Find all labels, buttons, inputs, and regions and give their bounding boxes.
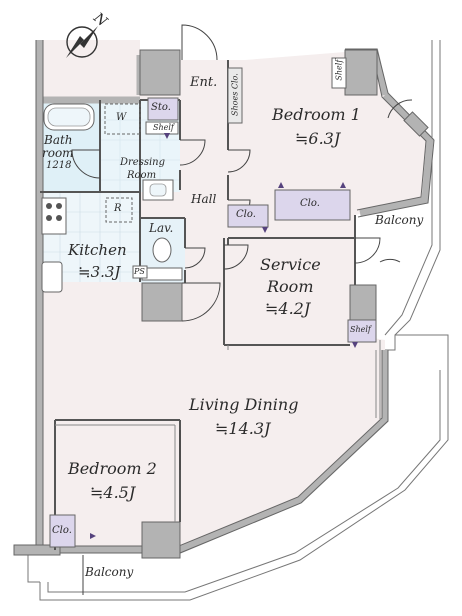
- ps-box: [132, 265, 148, 279]
- stove: [41, 197, 67, 235]
- lav-counter: [141, 267, 183, 281]
- living-dining-name: Living Dining: [189, 395, 299, 414]
- shelf-bedroom-box: [331, 57, 347, 89]
- refrigerator-label: R: [114, 203, 122, 214]
- bedroom1-name: Bedroom 1: [272, 105, 361, 124]
- shelf-living-label: Shelf: [350, 325, 371, 334]
- washbasin-bowl: [149, 183, 167, 197]
- compass-icon: [66, 26, 98, 58]
- bedroom2-size: ≒4.5J: [90, 483, 136, 502]
- balcony-bottom-label: Balcony: [85, 565, 134, 579]
- ps-label: PS: [134, 267, 145, 276]
- shelf-dressing-box: [145, 121, 179, 135]
- markers: [90, 133, 358, 539]
- door-swings: [71, 24, 413, 595]
- storage-label: Sto.: [151, 102, 171, 113]
- kitchen-name: Kitchen: [68, 241, 127, 259]
- shoes-closet: [227, 67, 243, 124]
- bathroom-line2: room: [42, 146, 74, 160]
- service-room-line2: Room: [267, 277, 314, 296]
- shelf-bedroom-label: Shelf: [334, 59, 344, 81]
- bathroom-size: 1218: [46, 160, 72, 171]
- closet-small-label: Clo.: [236, 209, 256, 220]
- entrance-label: Ent.: [190, 75, 218, 90]
- dressing-room-line1: Dressing: [120, 157, 166, 168]
- balcony-right-label: Balcony: [375, 213, 424, 227]
- service-room-line1: Service: [260, 255, 321, 274]
- bedroom1-size: ≒6.3J: [295, 129, 341, 148]
- stove-burners: [46, 203, 62, 221]
- closet-bedroom2-label: Clo.: [52, 525, 72, 536]
- living-dining-size: ≒14.3J: [215, 419, 271, 438]
- service-room-size: ≒4.2J: [265, 299, 311, 318]
- shoes-closet-label: Shoes Clo.: [230, 73, 240, 116]
- kitchen-size: ≒3.3J: [78, 263, 121, 281]
- washer-label: W: [116, 112, 127, 123]
- bathtub-inner: [47, 107, 91, 127]
- interior-walls: [40, 60, 356, 550]
- hall-label: Hall: [191, 192, 217, 206]
- bathroom-line1: Bath: [44, 133, 73, 147]
- kitchen-sink: [41, 261, 63, 293]
- shelf-dressing-label: Shelf: [153, 123, 174, 132]
- toilet: [152, 237, 172, 263]
- storage-units: [49, 97, 377, 548]
- refrigerator-space: [105, 197, 133, 223]
- closet-wide-label: Clo.: [300, 198, 320, 209]
- closet-lines: [55, 340, 381, 522]
- lavatory-label: Lav.: [149, 221, 174, 235]
- dressing-room-line2: Room: [127, 170, 157, 181]
- columns: [13, 49, 429, 559]
- washer-space: [104, 103, 141, 135]
- bedroom2-name: Bedroom 2: [68, 459, 157, 478]
